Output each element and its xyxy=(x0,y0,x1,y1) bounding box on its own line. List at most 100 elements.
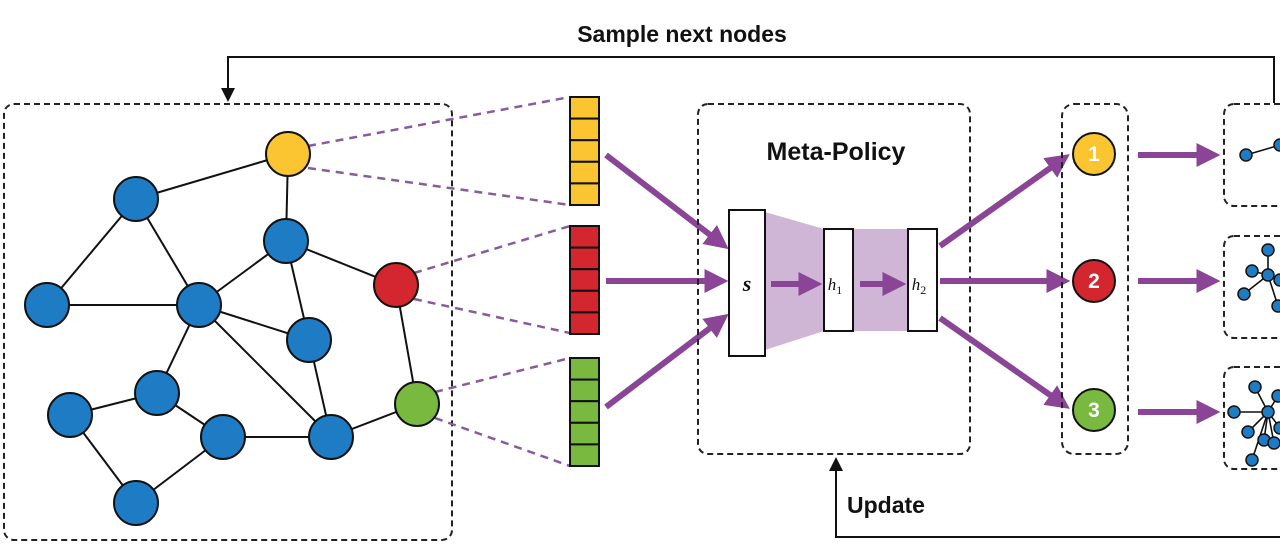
sample-loop-arrow xyxy=(221,56,1275,103)
action-box xyxy=(1061,103,1129,455)
meta-policy-title: Meta-Policy xyxy=(767,138,906,166)
hidden-layer-1 xyxy=(823,228,854,332)
subgraph-icon-3 xyxy=(1227,380,1280,467)
action-1-label: 1 xyxy=(1088,143,1100,166)
arrow-yellow-to-state xyxy=(604,152,729,250)
subgraph-box-1 xyxy=(1223,103,1280,207)
h2-subscript: 2 xyxy=(920,283,926,297)
subgraph-node xyxy=(1267,436,1280,450)
graph-node xyxy=(308,414,354,460)
vector-cell xyxy=(569,96,600,120)
subgraph-node xyxy=(1273,138,1280,152)
action-2-circle xyxy=(1072,259,1116,303)
subgraph-node xyxy=(1261,405,1275,419)
graph-node xyxy=(113,176,159,222)
arrow-h2-to-action-1 xyxy=(938,154,1070,249)
feature-vectors xyxy=(569,96,600,467)
subgraph-node xyxy=(1245,264,1259,278)
h2-base: h xyxy=(912,275,921,294)
vector-cell xyxy=(569,311,600,335)
graph-node xyxy=(134,370,180,416)
subgraph-icon-2 xyxy=(1237,243,1280,313)
state-label: s xyxy=(742,271,752,296)
action-3-circle xyxy=(1072,388,1116,432)
subgraph-node xyxy=(1241,425,1255,439)
graph-nodes xyxy=(24,131,440,526)
graph-edge xyxy=(46,198,137,306)
graph-edge xyxy=(198,304,332,438)
action-panel: 1 2 3 xyxy=(1061,103,1129,455)
vector-cell xyxy=(569,182,600,206)
vector-cell xyxy=(569,246,600,271)
graph-edge xyxy=(135,153,289,200)
vector-cell xyxy=(569,268,600,292)
graph-node-yellow xyxy=(265,131,311,177)
update-arrow xyxy=(829,457,1280,538)
subgraph-icon-1 xyxy=(1239,138,1280,162)
subgraph-node xyxy=(1245,453,1259,467)
subgraph-panels xyxy=(1223,103,1280,470)
vector-cell xyxy=(569,160,600,185)
dashed-feature-link xyxy=(307,95,571,148)
vector-cell xyxy=(569,117,600,142)
action-2-label: 2 xyxy=(1088,270,1100,293)
dashed-feature-link xyxy=(307,166,571,207)
subgraph-node xyxy=(1227,405,1241,419)
arrow-h2-to-action-3 xyxy=(938,315,1070,409)
graph-node-red xyxy=(373,262,419,308)
vector-cell xyxy=(569,400,600,424)
feature-vector-green xyxy=(569,357,600,467)
subgraph-node xyxy=(1237,287,1251,301)
subgraph-node xyxy=(1261,268,1275,282)
graph-node xyxy=(24,282,70,328)
arrow-green-to-state xyxy=(604,313,729,410)
graph-node xyxy=(286,317,332,363)
vector-cell xyxy=(569,357,600,381)
sample-next-nodes-loop: Sample next nodes xyxy=(221,21,1275,103)
h1-subscript: 1 xyxy=(836,283,842,297)
subgraph-box-2 xyxy=(1223,235,1280,339)
graph-node xyxy=(47,392,93,438)
graph-node xyxy=(176,282,222,328)
subgraph-box-3 xyxy=(1223,366,1280,470)
dashed-feature-link xyxy=(413,224,571,275)
feature-links xyxy=(307,95,571,468)
feature-vector-red xyxy=(569,225,600,335)
dashed-feature-link xyxy=(434,356,571,394)
subgraph-node xyxy=(1273,273,1280,287)
h2-label: h2 xyxy=(912,275,927,297)
subgraph-icons xyxy=(1227,138,1280,467)
h1-label: h1 xyxy=(828,275,843,297)
h2-to-action-arrows xyxy=(938,154,1071,409)
dashed-feature-link xyxy=(434,416,571,468)
subgraph-node xyxy=(1273,421,1280,435)
graph-node xyxy=(200,414,246,460)
subgraph-node xyxy=(1248,380,1262,394)
hidden-layer-2 xyxy=(907,228,938,332)
feature-vector-yellow xyxy=(569,96,600,206)
graph-node-green xyxy=(394,381,440,427)
vector-cell xyxy=(569,378,600,403)
vector-to-state-arrows xyxy=(604,152,729,410)
graph-node xyxy=(113,480,159,526)
dashed-feature-link xyxy=(413,297,571,335)
sample-next-nodes-label: Sample next nodes xyxy=(577,21,787,47)
action-1-circle xyxy=(1072,132,1116,176)
state-layer xyxy=(728,209,766,357)
subgraph-node xyxy=(1271,299,1280,313)
graph-panel xyxy=(3,103,453,541)
vector-cell xyxy=(569,225,600,249)
action-to-subgraph-arrows xyxy=(1138,143,1221,424)
vector-cell xyxy=(569,289,600,314)
vector-cell xyxy=(569,443,600,467)
vector-cell xyxy=(569,421,600,446)
subgraph-node xyxy=(1271,389,1280,403)
h1-base: h xyxy=(828,275,837,294)
action-3-label: 3 xyxy=(1088,399,1100,422)
meta-policy-panel: Meta-Policy s h1 h2 xyxy=(697,103,971,455)
update-loop: Update xyxy=(829,457,1280,538)
subgraph-node xyxy=(1261,243,1275,257)
h1-to-h2-projection xyxy=(853,229,908,331)
